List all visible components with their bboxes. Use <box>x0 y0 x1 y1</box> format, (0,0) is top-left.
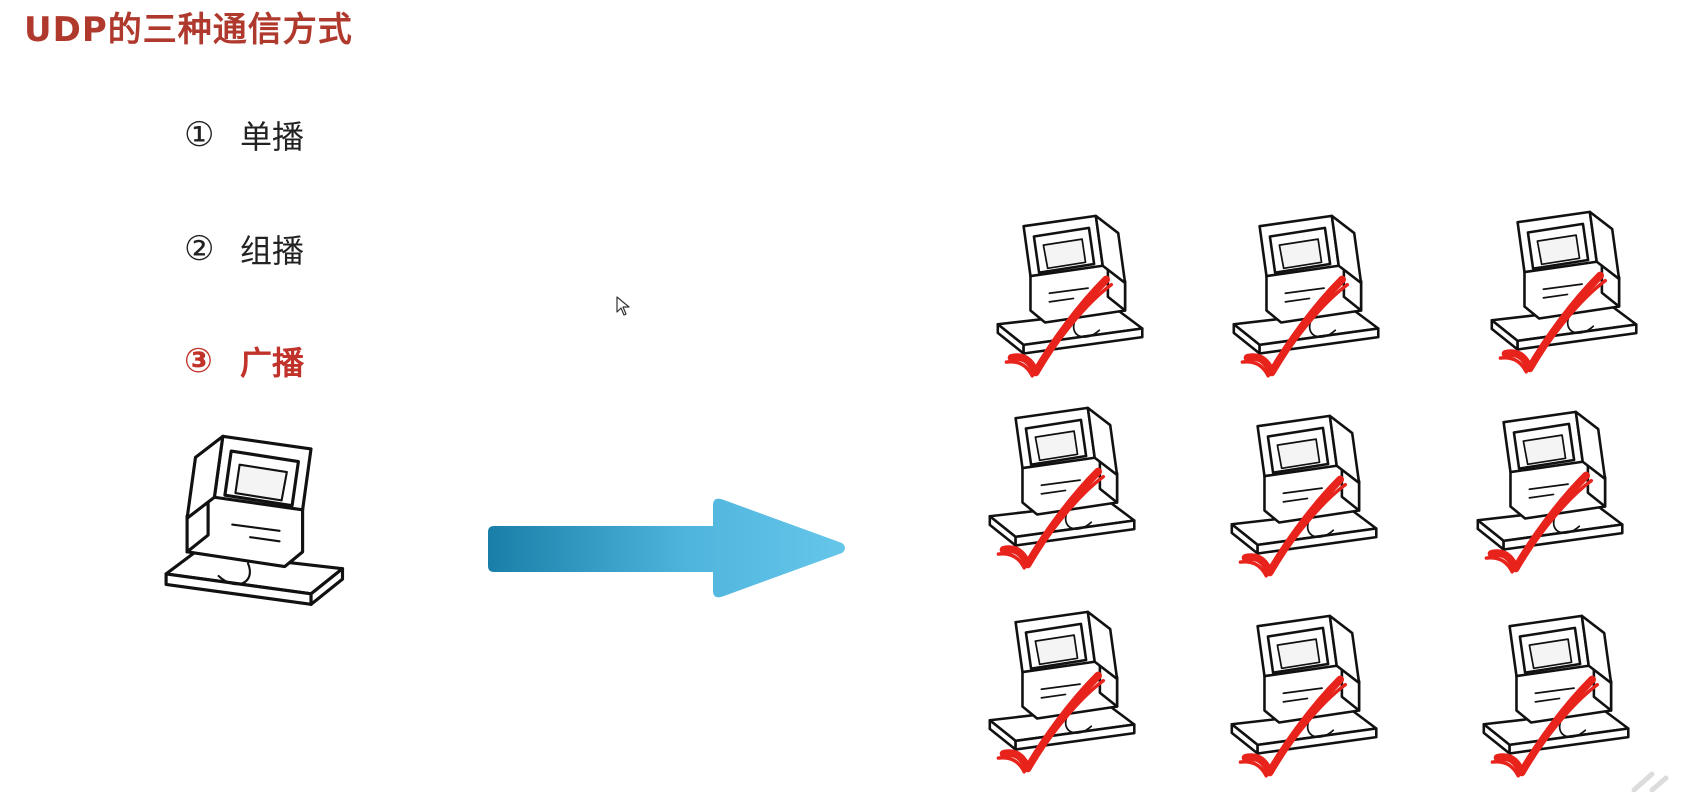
receiver-computer-icon <box>1466 210 1638 378</box>
receiver-computer-icon <box>1206 414 1378 582</box>
mouse-cursor-icon <box>616 296 632 318</box>
receiver-computer-icon <box>1208 214 1380 382</box>
method-label: 单播 <box>240 112 304 158</box>
page-title: UDP的三种通信方式 <box>24 2 353 51</box>
method-number: ② <box>184 229 240 269</box>
close-x-icon <box>1630 770 1670 792</box>
receiver-computer-icon <box>1458 614 1630 782</box>
arrow-right-icon <box>488 496 846 600</box>
method-item-broadcast: ③ 广播 <box>184 338 304 384</box>
method-label: 组播 <box>240 226 304 272</box>
receiver-computer-icon <box>1452 410 1624 578</box>
method-item-multicast: ② 组播 <box>184 226 304 272</box>
receiver-computer-icon <box>1206 614 1378 782</box>
method-item-unicast: ① 单播 <box>184 112 304 158</box>
receiver-computer-icon <box>964 610 1136 778</box>
source-computer-icon <box>164 434 374 634</box>
receiver-computer-icon <box>972 214 1144 382</box>
method-label: 广播 <box>240 338 304 384</box>
receiver-computer-icon <box>964 406 1136 574</box>
method-number: ① <box>184 115 240 155</box>
method-number: ③ <box>184 341 240 381</box>
